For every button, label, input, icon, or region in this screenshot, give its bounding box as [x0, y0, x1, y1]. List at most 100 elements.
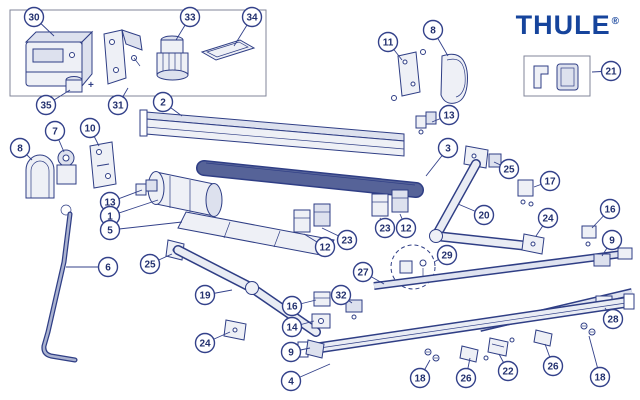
callout-10: 10 — [79, 117, 101, 147]
plus-mark: + — [88, 80, 94, 91]
brand-name: THULE — [515, 10, 611, 40]
rail-end-piece-16r — [581, 225, 597, 247]
svg-text:12: 12 — [400, 224, 412, 235]
callout-17: 17 — [533, 170, 561, 192]
callout-25: 25 — [139, 253, 173, 275]
callout-8: 8 — [9, 137, 33, 161]
callout-16: 16 — [591, 198, 621, 229]
svg-text:23: 23 — [341, 236, 353, 247]
svg-text:24: 24 — [199, 339, 211, 350]
end-cover-left — [25, 154, 55, 199]
callout-5: 5 — [99, 219, 183, 241]
callout-35: 35 — [35, 89, 71, 116]
crank-handle — [41, 204, 78, 363]
callout-3: 3 — [425, 137, 459, 177]
registered-trademark-icon: ® — [611, 16, 620, 27]
svg-text:35: 35 — [40, 101, 52, 112]
battery-control-unit — [24, 30, 94, 88]
svg-text:32: 32 — [335, 291, 347, 302]
callout-32: 32 — [330, 284, 353, 306]
svg-text:7: 7 — [52, 127, 58, 138]
svg-text:13: 13 — [443, 111, 455, 122]
bracket-26-right — [533, 329, 553, 347]
callout-14: 14 — [281, 316, 315, 338]
remote-control-plate — [200, 39, 256, 61]
callout-9: 9 — [601, 229, 623, 257]
callout-20: 20 — [457, 203, 495, 226]
rail-end-piece-9r — [593, 253, 611, 267]
callout-30: 30 — [23, 6, 55, 37]
svg-text:8: 8 — [430, 26, 436, 37]
callout-19: 19 — [194, 284, 233, 306]
callout-layer: 30 33 34 35 31 2 11 8 21 13 3 8 7 10 25 17 13 1 5 12 23 23 12 2… — [9, 6, 624, 392]
svg-text:26: 26 — [547, 362, 559, 373]
bracket-14 — [311, 313, 331, 329]
svg-text:33: 33 — [184, 13, 196, 24]
motor-connector-right — [415, 111, 437, 135]
callout-27: 27 — [352, 261, 385, 285]
callout-25: 25 — [493, 158, 520, 180]
svg-text:6: 6 — [105, 263, 111, 274]
svg-text:24: 24 — [542, 214, 554, 225]
clip-pair-right — [371, 189, 409, 217]
bracket-11 — [391, 49, 426, 101]
gearbox — [56, 149, 77, 185]
callout-18: 18 — [409, 359, 431, 389]
bracket-26-left — [459, 345, 479, 363]
svg-text:10: 10 — [84, 124, 96, 135]
callout-24: 24 — [194, 331, 231, 354]
motor-connector-left — [135, 179, 158, 196]
motor-kit-box — [9, 9, 267, 97]
svg-text:11: 11 — [383, 38, 394, 49]
svg-text:13: 13 — [104, 198, 116, 209]
svg-text:30: 30 — [28, 13, 40, 24]
callout-9: 9 — [280, 341, 311, 363]
callout-28: 28 — [602, 307, 624, 330]
tube-motor — [156, 35, 189, 81]
svg-text:28: 28 — [607, 315, 619, 326]
svg-text:1: 1 — [107, 212, 113, 223]
svg-text:3: 3 — [445, 144, 451, 155]
svg-text:31: 31 — [112, 101, 124, 112]
callout-16: 16 — [281, 295, 317, 317]
screws-18-left — [424, 348, 440, 362]
svg-text:20: 20 — [478, 211, 490, 222]
callout-23: 23 — [374, 217, 396, 239]
svg-text:18: 18 — [594, 373, 606, 384]
callout-29: 29 — [433, 244, 458, 266]
callout-26: 26 — [455, 357, 477, 389]
callout-6: 6 — [66, 256, 119, 278]
screws-18-right — [580, 322, 596, 336]
callout-33: 33 — [175, 6, 201, 41]
svg-text:9: 9 — [288, 348, 294, 359]
svg-text:12: 12 — [319, 243, 331, 254]
svg-text:2: 2 — [160, 98, 166, 109]
mounting-bracket-left — [89, 141, 117, 189]
callout-7: 7 — [44, 120, 66, 153]
bracket-17 — [517, 179, 534, 207]
clip-pair-left — [293, 203, 331, 233]
svg-text:16: 16 — [286, 302, 298, 313]
svg-text:34: 34 — [246, 13, 258, 24]
awning-fabric-sheet — [177, 211, 335, 257]
callout-13: 13 — [99, 189, 143, 213]
svg-text:25: 25 — [503, 165, 515, 176]
svg-text:17: 17 — [544, 177, 556, 188]
callout-18: 18 — [588, 335, 611, 388]
svg-text:4: 4 — [288, 377, 294, 388]
svg-text:5: 5 — [107, 226, 113, 237]
arm-hinge-piece-right — [488, 153, 502, 168]
fabric-roll — [147, 171, 223, 217]
callout-21: 21 — [591, 60, 622, 82]
svg-text:26: 26 — [460, 374, 472, 385]
awning-case-profile — [139, 109, 405, 157]
callout-4: 4 — [280, 363, 331, 392]
rail-end-piece-9-left — [305, 339, 325, 359]
tension-rail — [373, 247, 633, 290]
callout-13: 13 — [431, 104, 460, 126]
fabric-roller-tube — [196, 160, 424, 198]
callout-11: 11 — [377, 31, 403, 61]
hardware-box — [523, 55, 591, 97]
